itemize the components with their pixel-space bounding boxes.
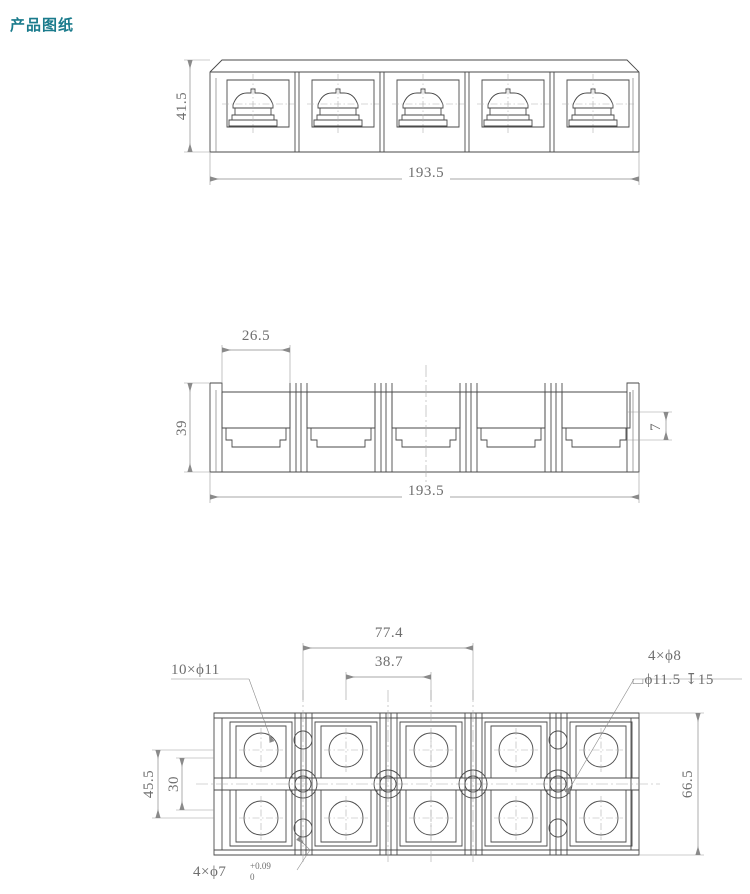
side-pocket <box>222 392 290 447</box>
dimension-hole-span-outer: 77.4 <box>302 622 474 700</box>
dim-label: 193.5 <box>408 483 444 499</box>
dimension-front-height: 41.5 <box>174 59 210 153</box>
callout-text: 10×ϕ11 <box>171 662 220 678</box>
dim-label: 26.5 <box>242 328 270 344</box>
dim-label: 7 <box>648 423 664 431</box>
dim-label: 45.5 <box>141 770 157 798</box>
dimension-side-height: 39 <box>174 382 210 473</box>
bottom-view: 77.4 38.7 45.5 30 <box>141 622 742 882</box>
dim-label: 39 <box>174 420 190 436</box>
dimension-hole-span-inner: 38.7 <box>345 651 432 700</box>
dimension-rib-height: 7 <box>627 411 672 441</box>
side-view-ribs <box>290 383 562 472</box>
side-pocket <box>562 392 630 447</box>
front-cell <box>477 74 549 133</box>
dim-label: 193.5 <box>408 165 444 181</box>
dimension-body-depth: 66.5 <box>639 712 704 856</box>
dimension-pitch: 26.5 <box>221 326 291 383</box>
dim-label: 41.5 <box>174 92 190 120</box>
callout-large-holes: 10×ϕ11 <box>171 662 275 743</box>
front-cell <box>562 74 634 133</box>
callout-text-base: 4×ϕ7 <box>193 864 226 880</box>
front-cell <box>392 74 464 133</box>
dim-label: 66.5 <box>680 770 696 798</box>
callout-text-line2: ⌴ϕ11.5 ↧15 <box>632 672 714 688</box>
callout-counterbore: 4×ϕ8 ⌴ϕ11.5 ↧15 <box>564 648 742 795</box>
side-view: 26.5 39 7 193.5 <box>174 326 672 503</box>
dim-label: 38.7 <box>375 654 403 670</box>
front-view: 41.5 193.5 <box>174 60 639 185</box>
callout-pilot-holes: 4×ϕ7 +0.09 0 <box>193 836 311 882</box>
side-pocket <box>307 392 375 447</box>
dimension-row-span-inner: 30 <box>166 757 214 811</box>
dimension-side-width: 193.5 <box>209 472 640 503</box>
callout-tolerance-lower: 0 <box>250 872 255 882</box>
dimension-front-width: 193.5 <box>209 152 640 185</box>
dimension-row-span-outer: 45.5 <box>141 749 214 819</box>
callout-tolerance-upper: +0.09 <box>250 861 271 871</box>
callout-text-line1: 4×ϕ8 <box>648 648 681 664</box>
front-cell <box>222 74 294 133</box>
page-title: 产品图纸 <box>10 17 75 34</box>
front-view-dividers <box>295 72 554 152</box>
front-cell <box>307 74 379 133</box>
front-view-cells <box>222 74 634 133</box>
dim-label: 30 <box>166 776 182 792</box>
side-pocket <box>477 392 545 447</box>
dim-label: 77.4 <box>375 625 403 641</box>
